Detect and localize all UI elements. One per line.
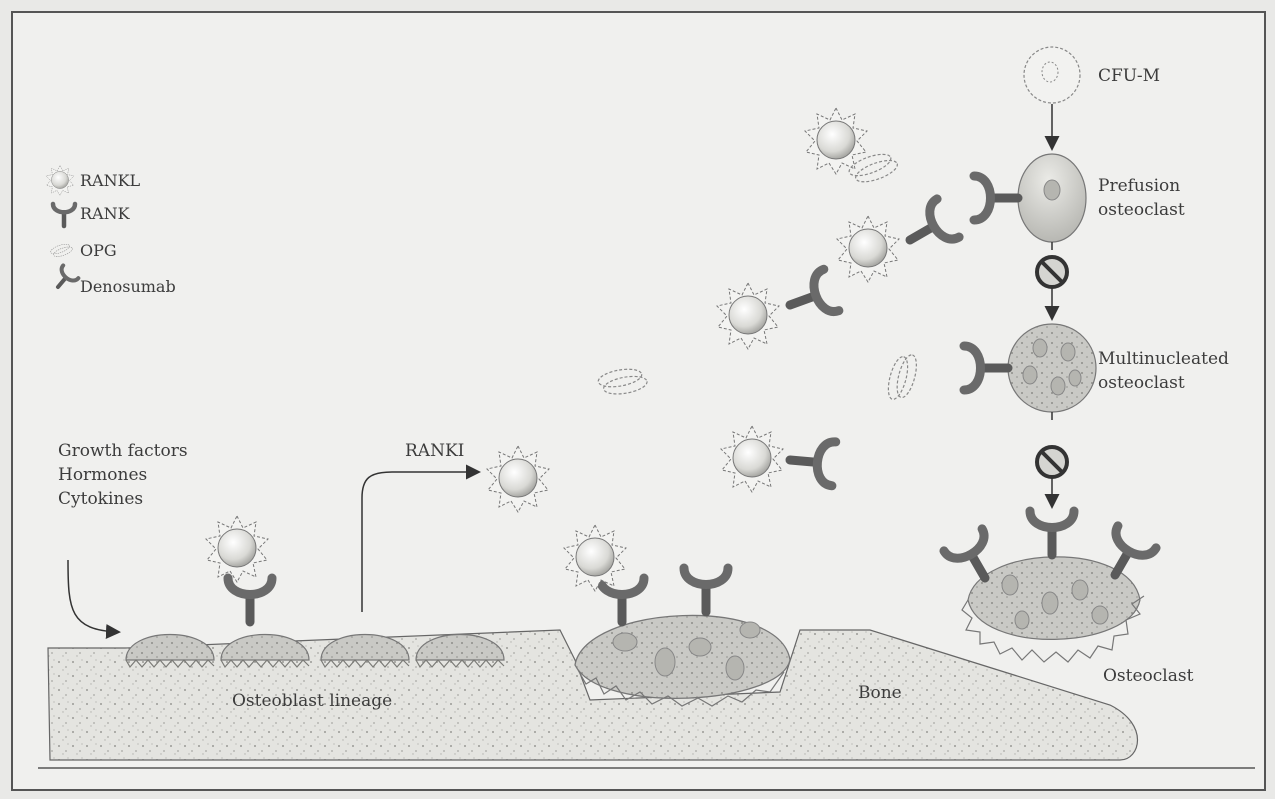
cfu-m-label: CFU-M [1098, 66, 1160, 86]
input-label-growth-factors: Growth factors [58, 441, 188, 461]
legend-label-opg: OPG [80, 241, 117, 260]
osteoclast-label: Osteoclast [1103, 666, 1194, 686]
inhibition-icon [1037, 257, 1067, 287]
rankl-release-label: RANKI [405, 441, 464, 461]
prefusion-label-line1: Prefusion [1098, 176, 1180, 196]
legend-label-denosumab: Denosumab [80, 277, 176, 296]
multinucleated-label-line1: Multinucleated [1098, 349, 1229, 369]
legend-label-rankl: RANKL [80, 171, 141, 190]
osteoblast-lineage-label: Osteoblast lineage [232, 691, 392, 711]
inhibition-icon [1037, 447, 1067, 477]
legend-label-rank: RANK [80, 204, 131, 223]
bone-label: Bone [858, 683, 902, 703]
input-label-hormones: Hormones [58, 465, 147, 485]
cfu-m-cell [1024, 47, 1080, 103]
prefusion-osteoclast-cell [1018, 154, 1086, 242]
multinucleated-label-line2: osteoclast [1098, 373, 1185, 393]
input-label-cytokines: Cytokines [58, 489, 143, 509]
prefusion-label-line2: osteoclast [1098, 200, 1185, 220]
multinucleated-osteoclast-cell [1008, 324, 1096, 412]
